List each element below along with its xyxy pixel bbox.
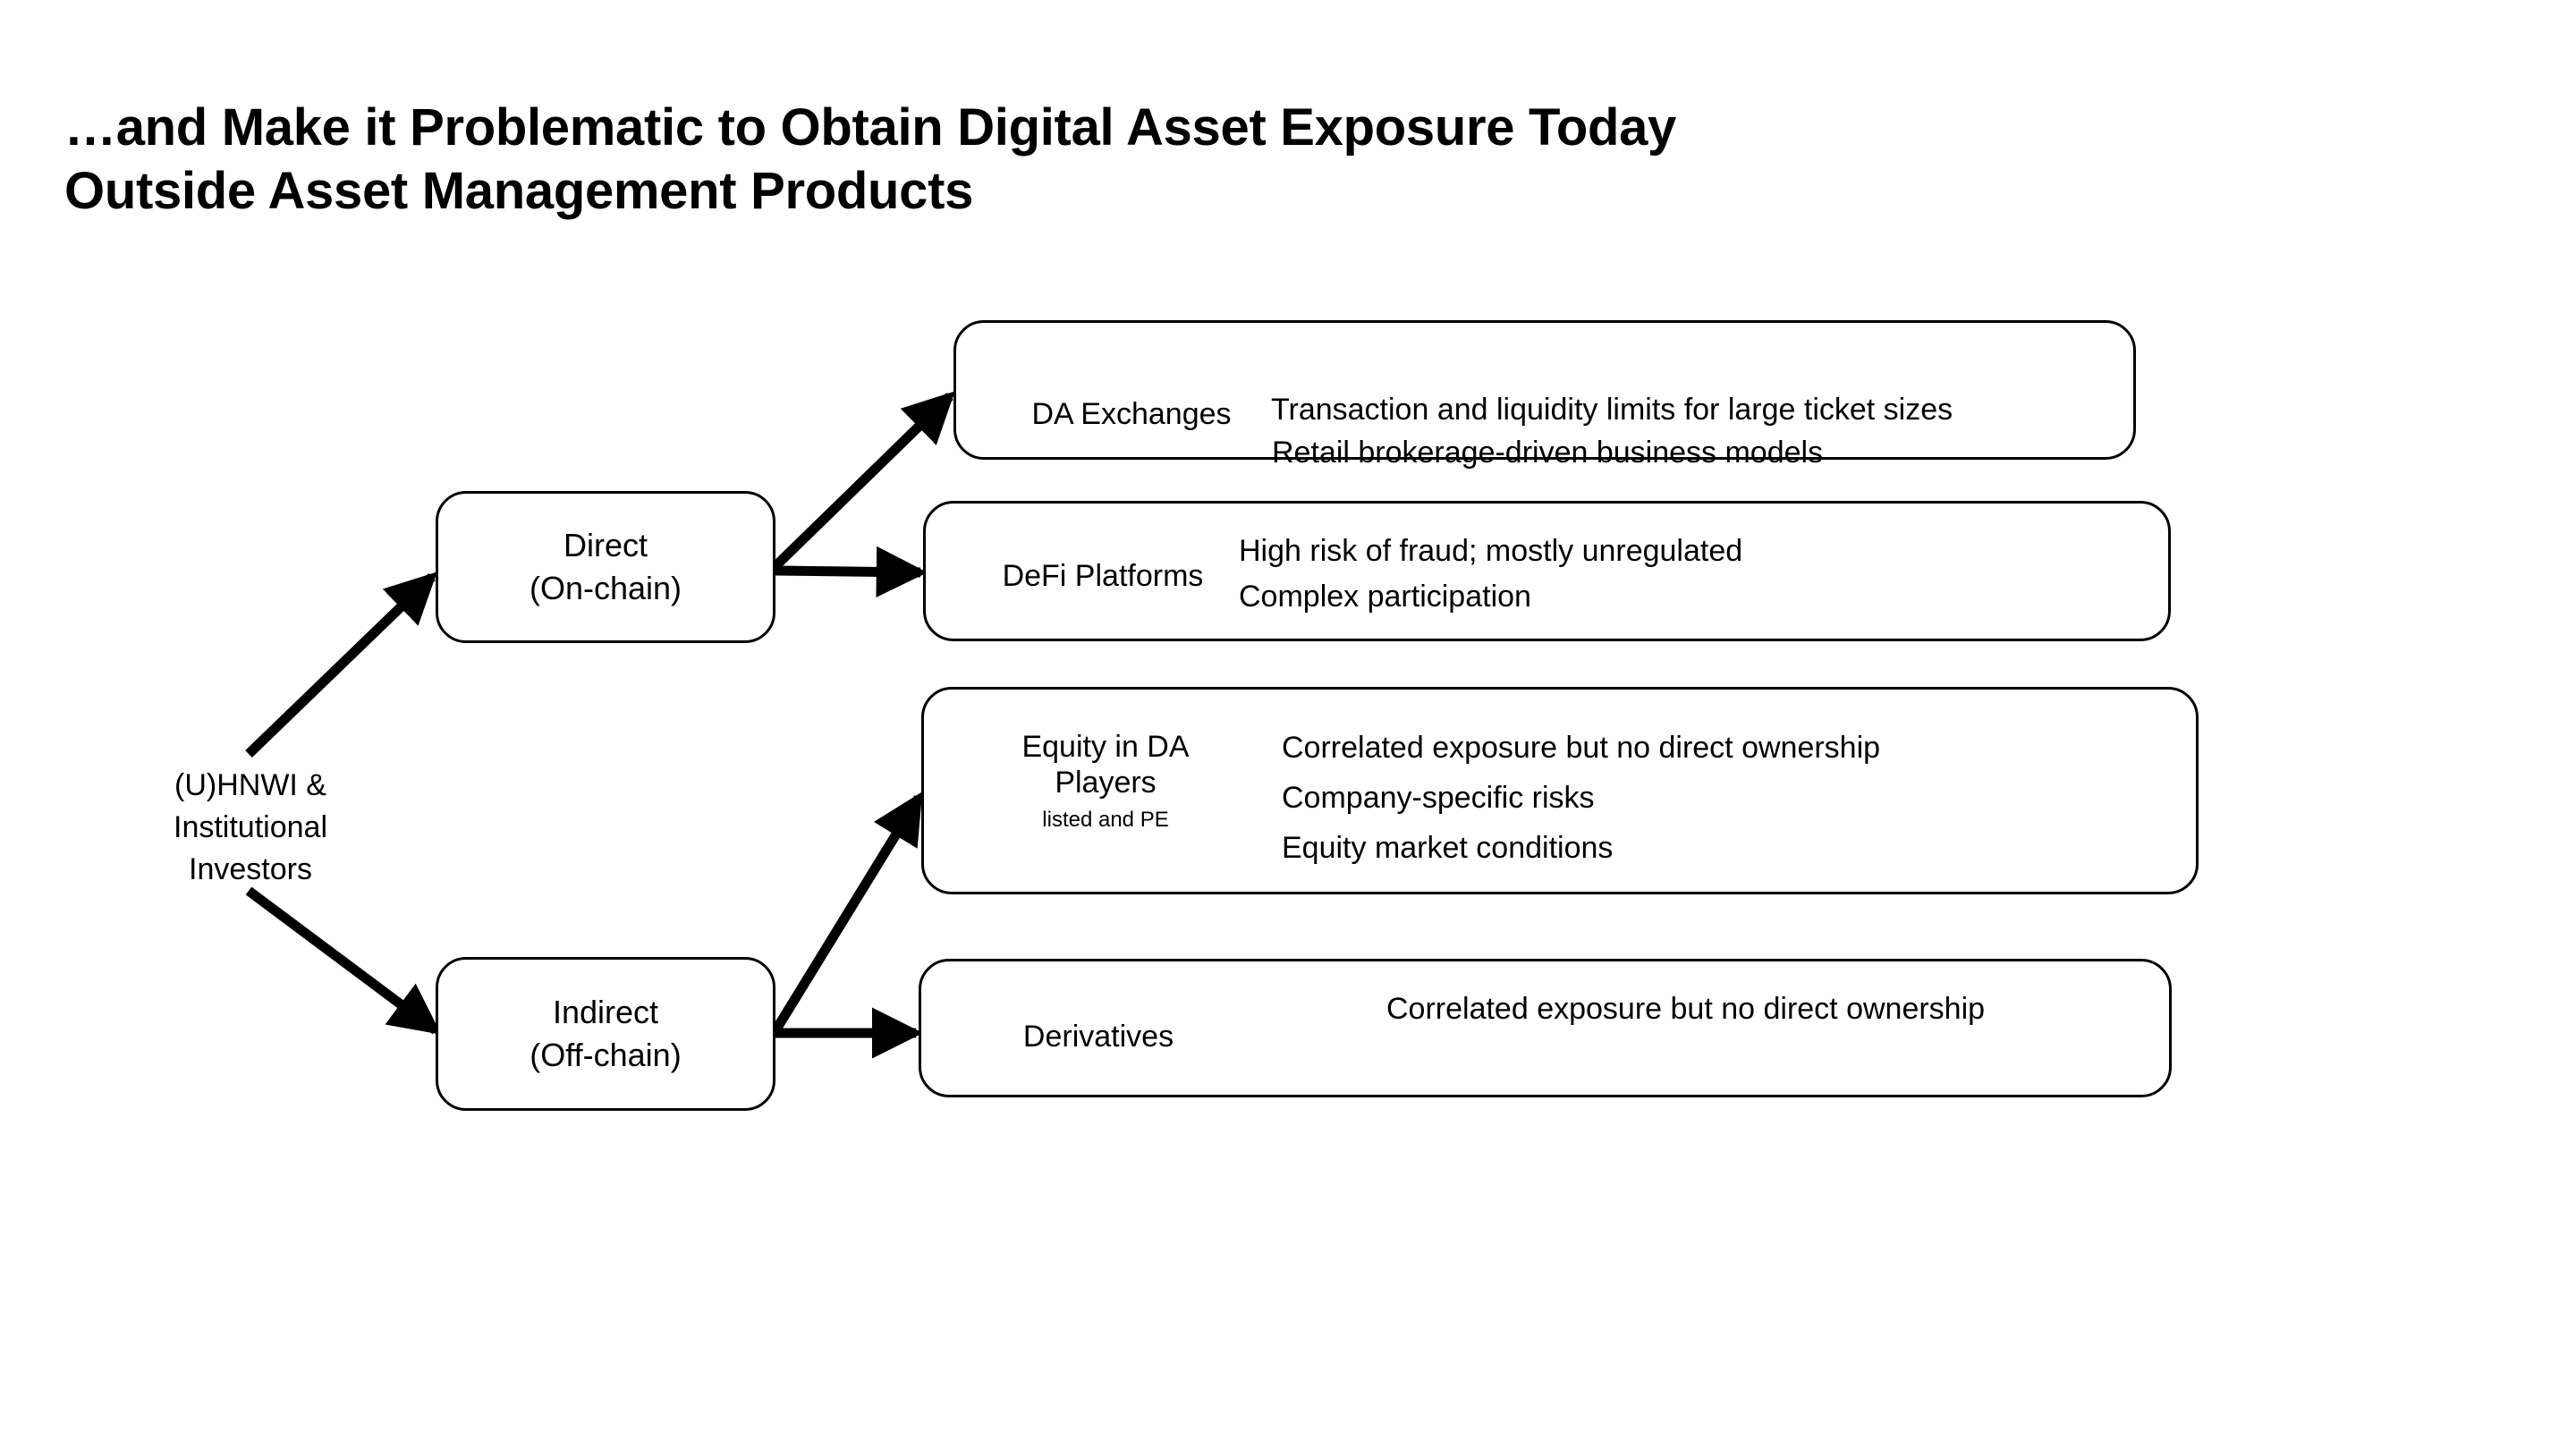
node-da-exchanges[interactable]: DA Exchanges Transaction and liquidity l… — [953, 320, 2136, 468]
node-defi-platforms-label: DeFi Platforms — [1002, 559, 1204, 593]
page-title: …and Make it Problematic to Obtain Digit… — [64, 98, 1677, 220]
node-da-exchanges-bullets: Transaction and liquidity limits for lar… — [1271, 394, 2121, 468]
bullet-line: Retail brokerage-driven business models — [1272, 436, 1824, 470]
node-equity-da-players-bullets: Correlated exposure but no direct owners… — [1282, 732, 2176, 863]
node-indirect-offchain-label: Indirect (Off-chain) — [530, 993, 682, 1073]
node-derivatives[interactable]: Derivatives Correlated exposure but no d… — [919, 959, 2172, 1097]
node-defi-platforms-content: DeFi Platforms High risk of fraud; mostl… — [926, 504, 2168, 639]
edge-indirect-to-equity — [770, 792, 923, 1035]
node-defi-platforms-bullets: High risk of fraud; mostly unregulated C… — [1239, 536, 2133, 612]
node-derivatives-label: Derivatives — [1022, 1020, 1174, 1054]
node-derivatives-bullets: Correlated exposure but no direct owners… — [1386, 994, 2191, 1024]
node-direct-onchain[interactable]: Direct (On-chain) — [436, 491, 775, 643]
bullet-line: Complex participation — [1239, 580, 1531, 614]
node-derivatives-content: Derivatives Correlated exposure but no d… — [921, 961, 2169, 1095]
node-equity-da-players-sublabel: listed and PE — [1042, 808, 1169, 832]
bullet-line: High risk of fraud; mostly unregulated — [1239, 534, 1743, 568]
node-da-exchanges-content: DA Exchanges Transaction and liquidity l… — [956, 323, 2133, 468]
node-da-exchanges-label: DA Exchanges — [1031, 397, 1232, 431]
bullet-line: Correlated exposure but no direct owners… — [1386, 992, 1986, 1026]
bullet-line: Transaction and liquidity limits for lar… — [1271, 393, 1953, 427]
bullet-line: Equity market conditions — [1282, 831, 1614, 865]
node-defi-platforms[interactable]: DeFi Platforms High risk of fraud; mostl… — [923, 501, 2171, 641]
node-indirect-offchain[interactable]: Indirect (Off-chain) — [436, 957, 775, 1111]
edge-direct-to-defi-platforms — [774, 546, 928, 597]
node-root-investors[interactable]: (U)HNWI & Institutional Investors — [174, 768, 327, 886]
node-equity-da-players[interactable]: Equity in DA Players listed and PE Corre… — [921, 687, 2199, 894]
edge-root-to-direct — [245, 572, 437, 758]
node-equity-da-players-label: Equity in DA Players — [1021, 730, 1190, 800]
bullet-line: Company-specific risks — [1282, 781, 1595, 815]
node-direct-onchain-label: Direct (On-chain) — [529, 526, 682, 606]
node-equity-da-players-content: Equity in DA Players listed and PE Corre… — [924, 690, 2196, 892]
bullet-line: Correlated exposure but no direct owners… — [1282, 731, 1881, 765]
edge-root-to-indirect — [245, 886, 442, 1035]
